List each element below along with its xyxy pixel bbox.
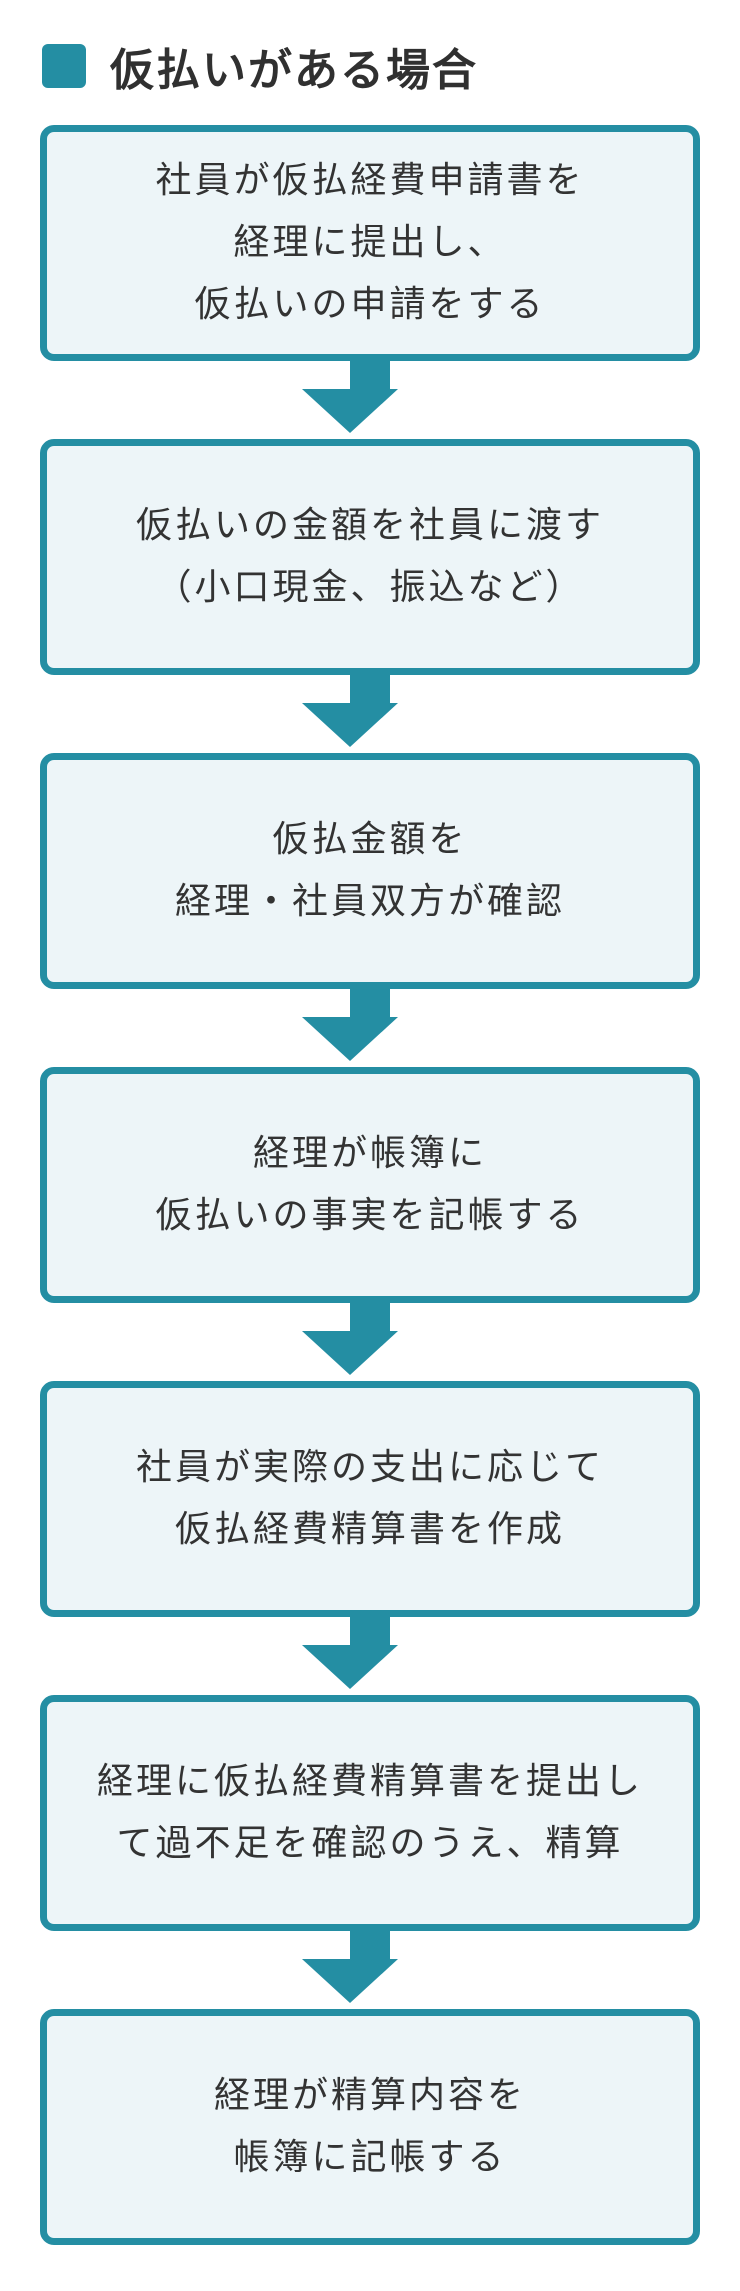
down-arrow-icon: [40, 989, 700, 1067]
down-arrow-icon: [40, 1931, 700, 2009]
flow-step-line: 社員が仮払経費申請書を: [155, 160, 585, 201]
square-bullet-icon: [42, 44, 86, 88]
flow-step-1: 社員が仮払経費申請書を 経理に提出し、 仮払いの申請をする: [40, 125, 700, 361]
flow-step-6: 経理に仮払経費精算書を提出し て過不足を確認のうえ、精算: [40, 1695, 700, 1931]
flow-step-line: 経理・社員双方が確認: [174, 881, 565, 922]
flow-step-line: 帳簿に記帳する: [233, 2137, 507, 2178]
flow-step-text: 社員が実際の支出に応じて 仮払経費精算書を作成: [136, 1437, 604, 1561]
flow-step-line: （小口現金、振込など）: [155, 567, 585, 608]
flow-step-line: 経理が帳簿に: [252, 1133, 487, 1174]
flow-step-line: 仮払いの事実を記帳する: [155, 1195, 585, 1236]
section-header: 仮払いがある場合: [42, 35, 478, 97]
down-arrow-icon: [40, 1303, 700, 1381]
down-arrow-icon: [40, 675, 700, 753]
flow-step-5: 社員が実際の支出に応じて 仮払経費精算書を作成: [40, 1381, 700, 1617]
flow-step-text: 経理が精算内容を 帳簿に記帳する: [214, 2065, 526, 2189]
flow-step-line: 経理に提出し、: [233, 222, 507, 263]
flow-step-text: 仮払いの金額を社員に渡す （小口現金、振込など）: [136, 495, 604, 619]
down-arrow-icon: [40, 1617, 700, 1695]
flow-step-line: 経理に仮払経費精算書を提出し: [96, 1761, 643, 1802]
flow-step-line: 仮払いの金額を社員に渡す: [135, 505, 604, 546]
flow-step-2: 仮払いの金額を社員に渡す （小口現金、振込など）: [40, 439, 700, 675]
flow-step-text: 経理が帳簿に 仮払いの事実を記帳する: [155, 1123, 584, 1247]
flow-chart: 社員が仮払経費申請書を 経理に提出し、 仮払いの申請をする 仮払いの金額を社員に…: [40, 125, 700, 2245]
down-arrow-icon: [40, 361, 700, 439]
flow-step-line: 社員が実際の支出に応じて: [135, 1447, 604, 1488]
flow-step-line: 仮払経費精算書を作成: [174, 1509, 565, 1550]
flow-step-3: 仮払金額を 経理・社員双方が確認: [40, 753, 700, 989]
flow-step-line: て過不足を確認のうえ、精算: [116, 1823, 624, 1864]
flow-step-text: 経理に仮払経費精算書を提出し て過不足を確認のうえ、精算: [97, 1751, 643, 1875]
section-title: 仮払いがある場合: [110, 45, 478, 96]
flow-step-line: 経理が精算内容を: [213, 2075, 526, 2116]
flow-step-line: 仮払いの申請をする: [194, 284, 546, 325]
flow-step-4: 経理が帳簿に 仮払いの事実を記帳する: [40, 1067, 700, 1303]
flow-step-line: 仮払金額を: [272, 819, 468, 860]
flow-step-text: 仮払金額を 経理・社員双方が確認: [175, 809, 565, 933]
flow-step-7: 経理が精算内容を 帳簿に記帳する: [40, 2009, 700, 2245]
flow-step-text: 社員が仮払経費申請書を 経理に提出し、 仮払いの申請をする: [155, 150, 584, 336]
